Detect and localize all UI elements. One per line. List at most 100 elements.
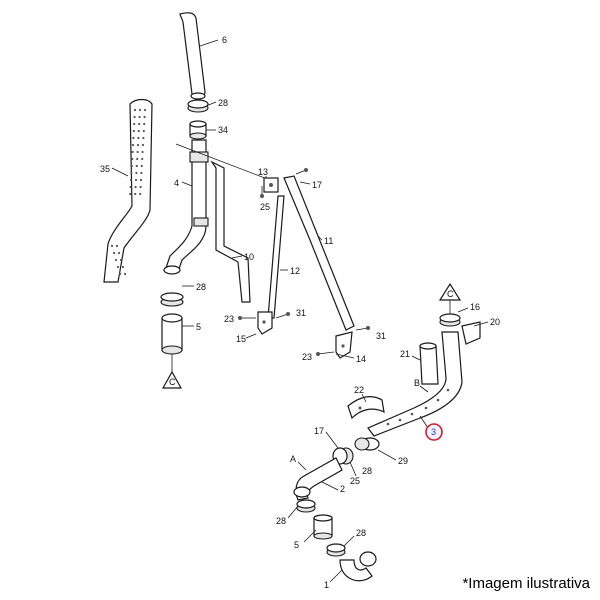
label-part-28-mid: 28 [196,282,206,292]
perforation-hole [134,192,137,196]
support-rods [175,143,271,303]
perforation-hole [140,171,143,175]
label-part-5-low: 5 [294,540,299,550]
perforation-hole [129,192,132,196]
perforation-hole [139,178,143,182]
perforation-hole [135,171,138,175]
label-part-28-low: 28 [362,466,372,476]
perforation-hole [132,136,135,140]
label-part-12: 12 [290,266,300,276]
part-12-rod [267,195,285,319]
label-part-4: 4 [174,178,179,188]
label-part-5-mid: 5 [196,322,201,332]
part-15-bracket [257,311,273,335]
pipe-3-mount-holes [386,388,450,426]
marker-c-left-label: C [169,377,176,387]
highlighted-part-3-label: 3 [431,427,436,437]
perforation-hole [133,122,136,126]
label-part-16: 16 [470,302,480,312]
part-13-bracket [263,177,279,193]
perforation-hole [114,258,118,262]
label-part-23-b: 23 [302,352,312,362]
marker-c-right [438,282,462,314]
part-22-shield [347,396,385,420]
perforation-hole [142,136,145,140]
perforation-hole [129,185,132,189]
part-28-clamp-b [296,499,316,513]
label-part-28-c: 28 [356,528,366,538]
mount-hole [446,388,450,392]
mount-hole [436,398,440,402]
perforation-hole [143,122,146,126]
label-part-10: 10 [244,252,254,262]
perforation-hole [121,265,125,269]
part-6-stack-pipe [179,12,206,100]
perforation-hole [119,258,123,262]
part-20-bracket [461,321,481,345]
perforation-hole [110,244,114,248]
label-part-21: 21 [400,349,410,359]
part-3-main-pipe [367,331,463,437]
perforation-hole [141,143,145,147]
perforation-hole [135,164,138,168]
perforation-hole [141,150,144,154]
part-5-sleeve-low [313,514,333,540]
perforation-hole [139,185,142,189]
perforation-hole [143,108,147,112]
perforation-hole [138,115,141,119]
perforation-hole [131,150,134,154]
part-14-bracket [335,331,353,359]
leader-lines [111,39,489,583]
perforation-hole [142,129,145,133]
marker-c-right-label: C [447,289,454,299]
highlighted-part-3[interactable]: 3 [425,423,443,441]
label-part-6: 6 [222,35,227,45]
part-16-clamp [439,313,461,327]
label-part-29: 29 [398,456,408,466]
part-29-coupling [354,437,380,451]
label-part-13: 13 [258,167,268,177]
label-part-34: 34 [218,125,228,135]
perforation-hole [136,150,139,154]
mount-hole [424,406,428,410]
perforation-hole [143,115,146,119]
perforation-hole [137,129,140,133]
perforation-hole [140,164,143,168]
label-part-23-a: 23 [224,314,234,324]
perforation-hole [116,265,120,269]
perforation-hole [129,178,133,182]
footnote-illustrative-image: *Imagem ilustrativa [462,575,590,592]
perforation-hole [112,251,116,255]
mount-hole [386,422,390,426]
label-part-28-b: 28 [276,516,286,526]
perforation-hole [130,164,133,168]
label-part-25: 25 [260,202,270,212]
perforation-hole [131,143,135,147]
label-part-22: 22 [354,385,364,395]
perforation-hole [137,136,140,140]
part-21-elbow [419,342,439,385]
perforation-hole [138,108,142,112]
perforation-hole [118,272,122,276]
perforation-hole [138,122,141,126]
perforation-hole [133,108,137,112]
part-number-labels: 6 28 34 35 4 13 17 25 11 10 12 28 5 23 3… [100,35,500,590]
label-part-25-low: 25 [350,476,360,486]
label-part-35: 35 [100,164,110,174]
fasteners [238,168,370,356]
label-part-1: 1 [324,580,329,590]
heat-shield-perforations [110,108,147,276]
perforation-hole [136,157,139,161]
label-point-b: B [414,378,420,388]
part-34-coupling [189,120,207,140]
part-28-clamp-mid [160,292,184,307]
perforation-hole [134,178,138,182]
part-2-elbow-pipe [293,457,343,501]
part-35-heat-shield [103,98,153,283]
label-part-31-b: 31 [376,331,386,341]
label-part-2: 2 [340,484,345,494]
label-part-31-a: 31 [296,308,306,318]
mount-hole [410,412,414,416]
label-part-17: 17 [312,180,322,190]
part-28-clamp-c [326,543,346,557]
